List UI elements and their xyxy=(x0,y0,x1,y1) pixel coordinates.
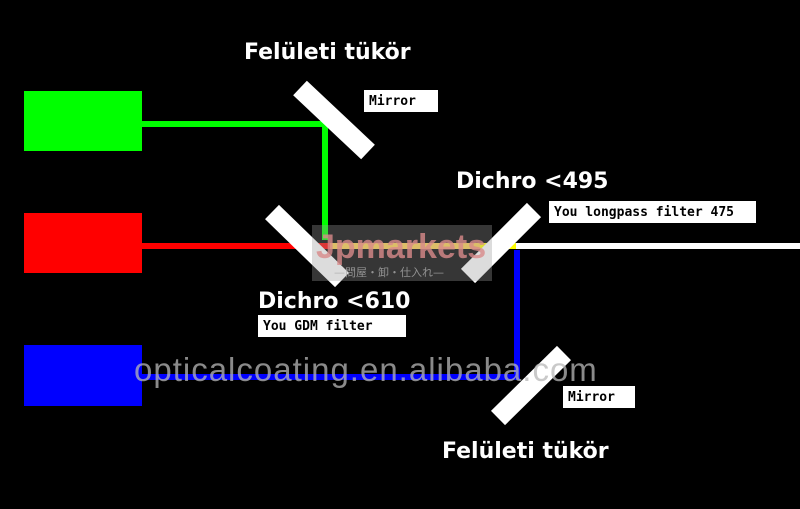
dichro-495-box xyxy=(549,201,756,223)
jpmarkets-logo-subtext: —問屋・卸・仕入れ— xyxy=(334,265,444,279)
dichro-610-plate xyxy=(265,204,349,288)
red-source xyxy=(24,213,142,273)
bottom-mirror-title: Felületi tükör xyxy=(442,439,609,464)
dichro-495-box-label: You longpass filter 475 xyxy=(554,205,734,220)
dichro-495-plate xyxy=(460,202,542,284)
green-beam xyxy=(142,121,328,240)
bottom-mirror xyxy=(490,345,572,426)
top-mirror xyxy=(293,80,375,160)
top-mirror-box xyxy=(364,90,438,112)
site-watermark: opticalcoating.en.alibaba.com xyxy=(134,351,598,388)
blue-beam xyxy=(142,250,520,380)
bottom-mirror-box xyxy=(563,386,635,408)
dichro-610-box-label: You GDM filter xyxy=(263,319,373,334)
green-source xyxy=(24,91,142,151)
top-mirror-box-label: Mirror xyxy=(369,94,416,109)
bottom-mirror-box-label: Mirror xyxy=(568,390,615,405)
dichro-610-box xyxy=(258,315,406,337)
blue-source xyxy=(24,345,142,406)
jpmarkets-logo-text: Jpmarkets xyxy=(316,228,486,266)
top-mirror-title: Felületi tükör xyxy=(244,40,411,65)
jpmarkets-watermark-bg xyxy=(312,225,492,281)
dichro-610-title: Dichro <610 xyxy=(258,289,411,314)
dichro-495-title: Dichro <495 xyxy=(456,169,609,194)
